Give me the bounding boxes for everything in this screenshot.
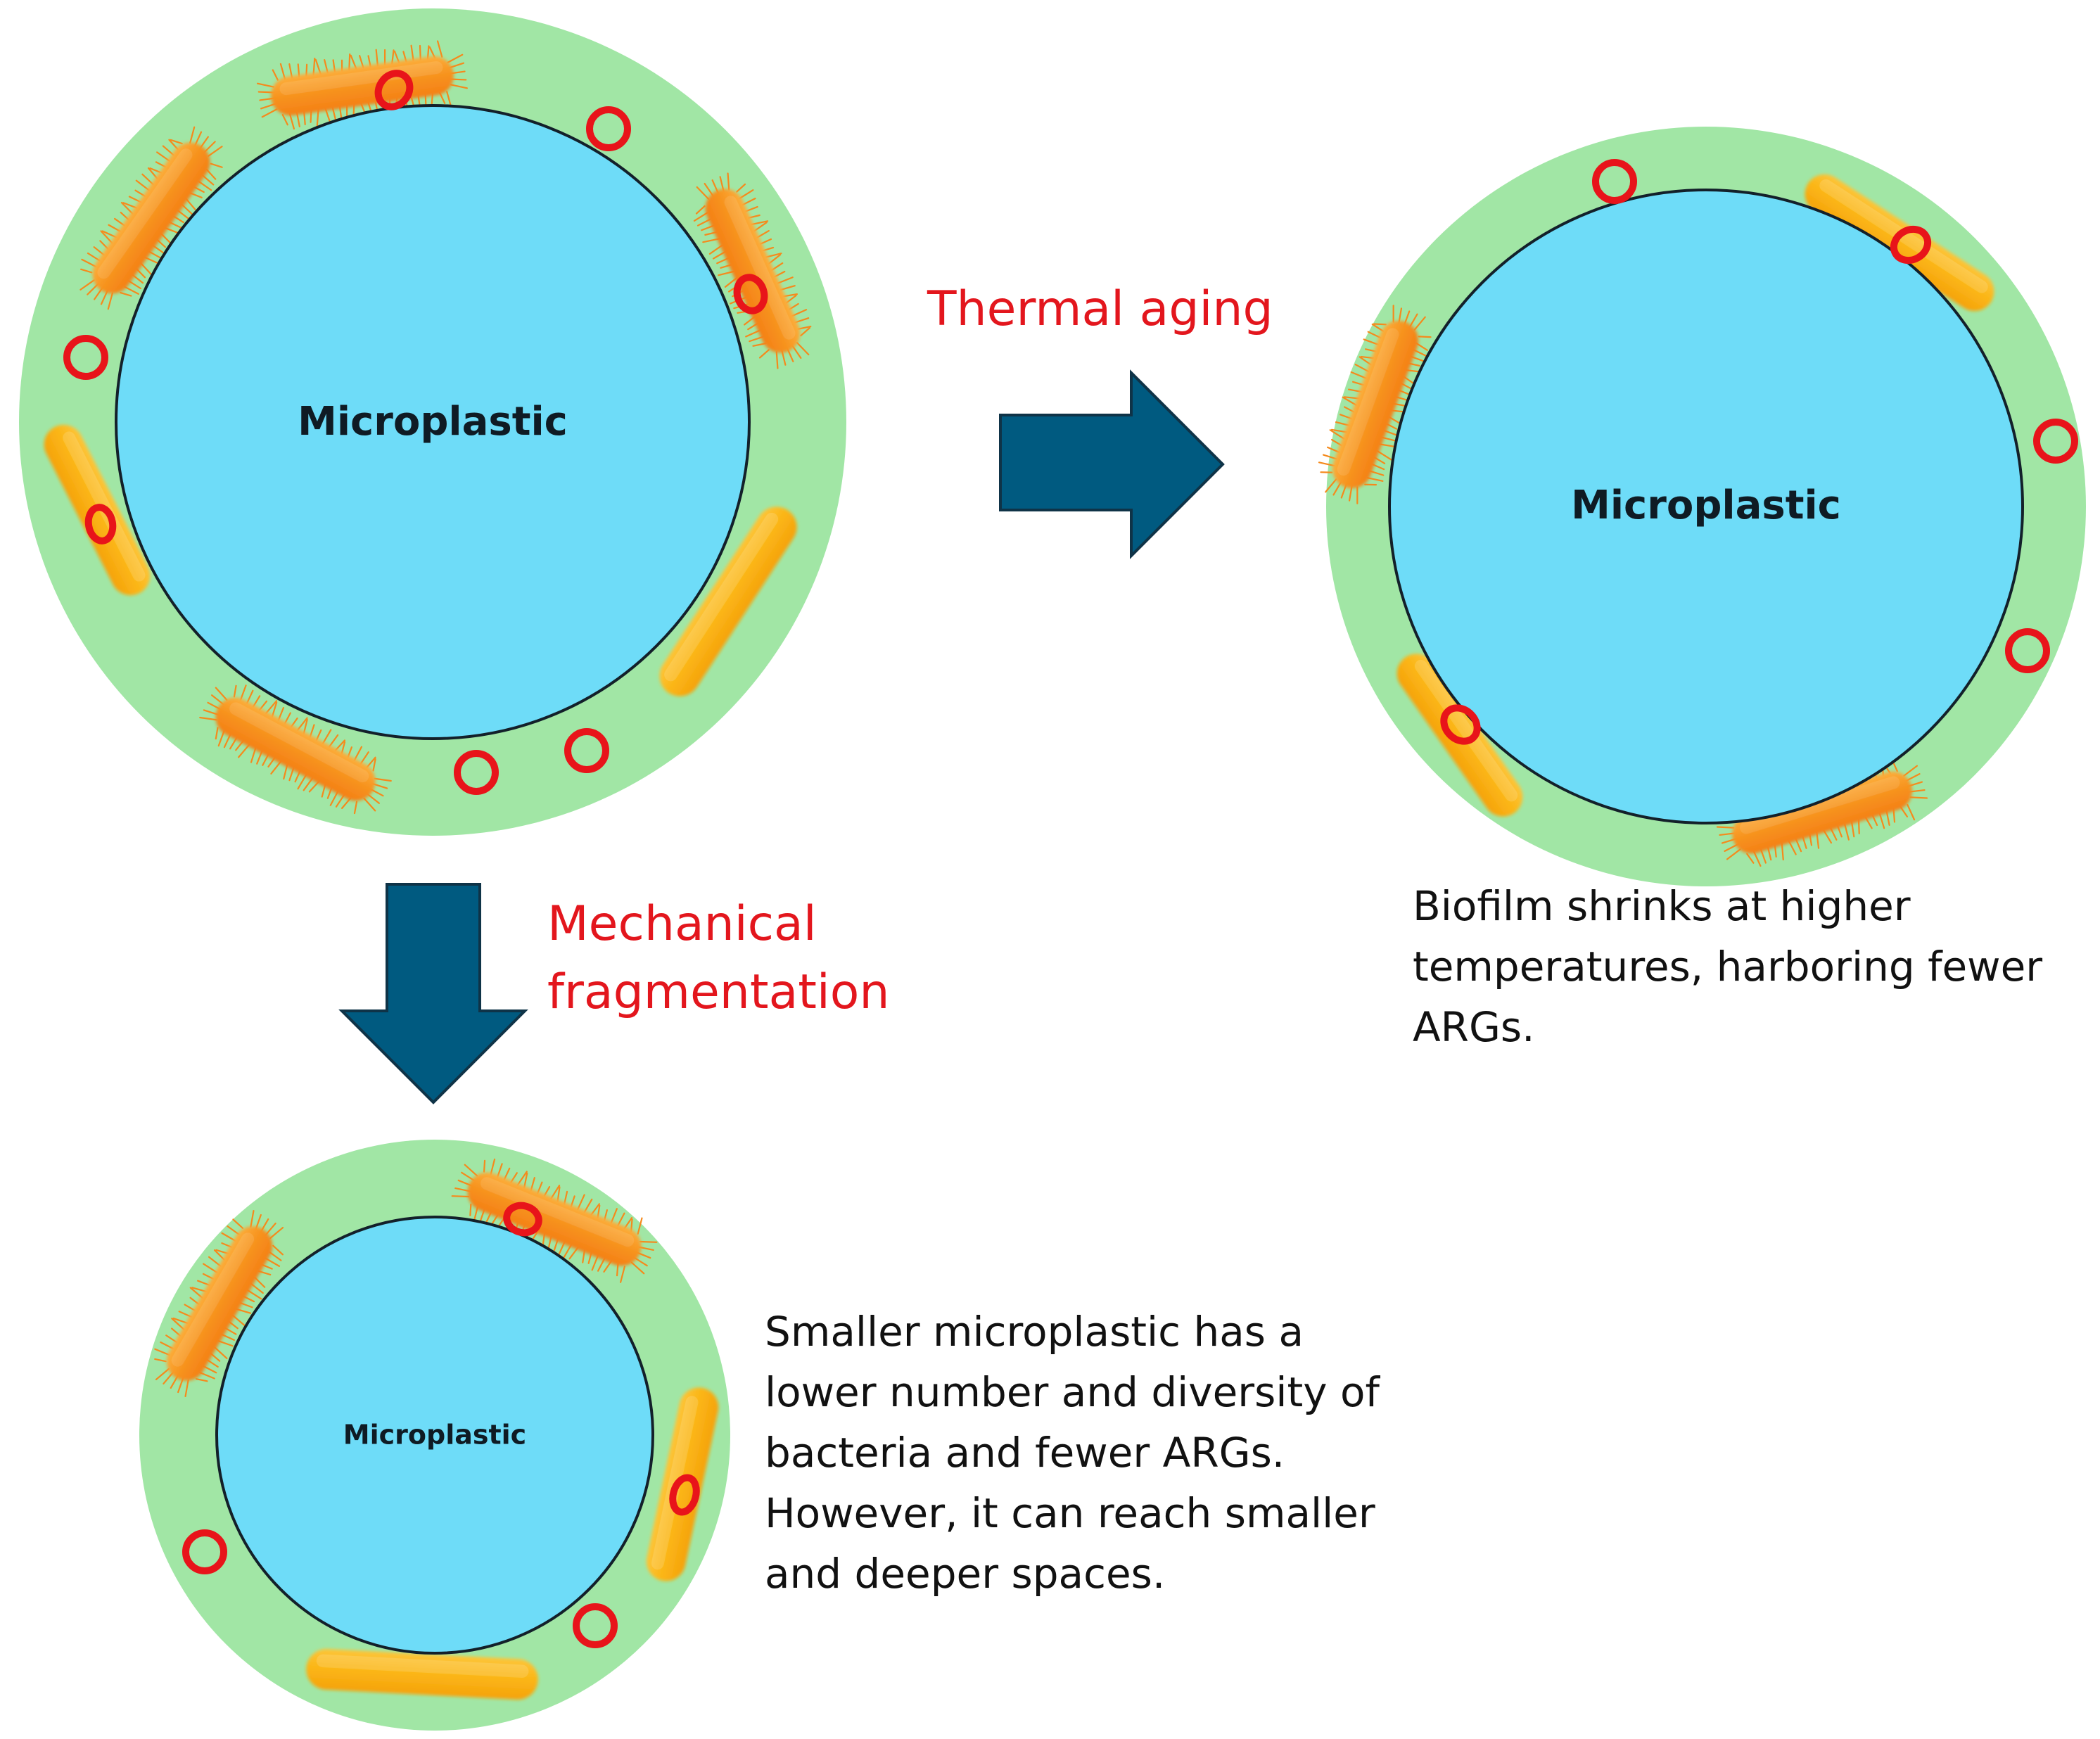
hairy-bacterium-icon [1318, 305, 1432, 504]
block-arrow-down-icon [338, 883, 528, 1104]
microplastic-core [215, 1216, 654, 1655]
arg-ring-icon [733, 274, 768, 314]
caption-line: ARGs. [1413, 1003, 1535, 1051]
arg-ring-icon [586, 106, 631, 151]
microplastic-label: Microplastic [343, 1420, 526, 1451]
thermal-aging-label: Thermal aging [927, 281, 1273, 337]
particle-original: Microplastic [19, 8, 846, 836]
caption-line: Smaller microplastic has a [765, 1308, 1304, 1356]
fragmented-caption: Smaller microplastic has a lower number … [765, 1308, 1380, 1598]
bacteria-group [1318, 174, 1994, 867]
caption-line: bacteria and fewer ARGs. [765, 1429, 1285, 1477]
arg-ring-icon [1890, 225, 1932, 265]
arg-ring-icon [182, 1529, 227, 1574]
caption-line: and deeper spaces. [765, 1550, 1165, 1598]
caption-line: However, it can reach smaller [765, 1489, 1375, 1537]
arg-ring-icon [2033, 419, 2078, 464]
microplastic-core [1388, 189, 2024, 824]
arg-ring-icon [503, 1202, 542, 1237]
arg-ring-icon [2005, 628, 2050, 673]
arg-ring-icon [374, 70, 414, 110]
rod-bacterium-icon [1396, 654, 1523, 817]
microplastic-label: Microplastic [1571, 483, 1841, 528]
rod-bacterium-icon [306, 1648, 538, 1700]
microplastic-label: Microplastic [298, 399, 568, 445]
caption-line: temperatures, harboring fewer [1413, 943, 2042, 990]
hairy-bacterium-icon [256, 40, 469, 130]
block-arrow-right-icon [999, 369, 1225, 559]
hairy-bacterium-icon [199, 684, 392, 815]
arg-group [182, 1202, 700, 1648]
arg-ring-icon [454, 750, 499, 795]
microplastic-core [115, 104, 751, 740]
arg-group [63, 70, 768, 795]
arg-ring-icon [84, 504, 117, 544]
particle-thermal-aged: Microplastic [1318, 127, 2086, 886]
hairy-bacterium-icon [693, 172, 812, 369]
arg-ring-icon [573, 1603, 618, 1648]
arg-group [1440, 159, 2078, 745]
mechanical-fragmentation-arrow [338, 883, 528, 1104]
mechanical-label-line1: Mechanical [547, 896, 817, 952]
thermal-aging-arrow [999, 369, 1225, 559]
rod-bacterium-icon [1805, 174, 1994, 312]
arg-ring-icon [63, 335, 108, 380]
caption-line: Biofilm shrinks at higher [1413, 882, 1911, 930]
caption-line: lower number and diversity of [765, 1368, 1380, 1416]
arg-ring-icon [1440, 704, 1481, 745]
arg-ring-icon [669, 1474, 700, 1516]
mechanical-label-line2: fragmentation [547, 964, 890, 1020]
thermal-caption: Biofilm shrinks at higher temperatures, … [1413, 882, 2042, 1051]
arg-ring-icon [564, 728, 609, 773]
rod-bacterium-icon [659, 507, 797, 696]
arg-ring-icon [1592, 159, 1637, 204]
particle-fragmented: Microplastic [139, 1140, 730, 1731]
hairy-bacterium-icon [154, 1209, 284, 1398]
